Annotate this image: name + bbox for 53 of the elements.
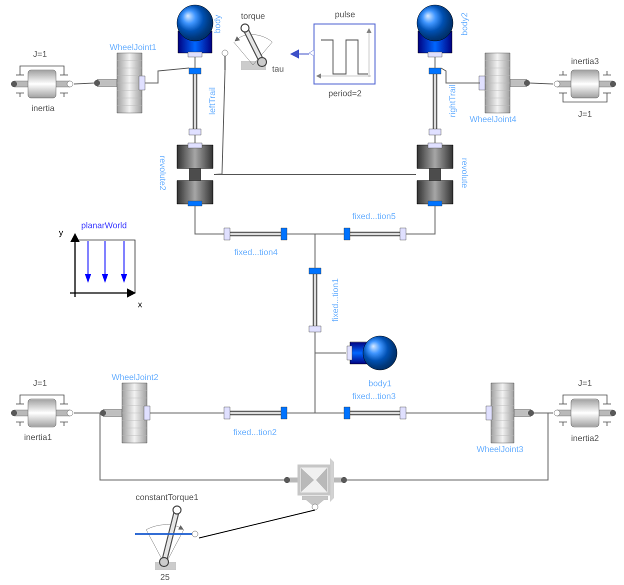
connection-line xyxy=(434,134,436,144)
connection-line xyxy=(214,70,226,175)
parameter-label: J=1 xyxy=(578,111,592,117)
connection-line xyxy=(194,56,196,68)
connection-line xyxy=(528,82,554,84)
component-label: body2 xyxy=(461,12,469,36)
parameter-label: inertia xyxy=(32,104,55,112)
connection-line xyxy=(434,56,436,68)
component-label: pulse xyxy=(335,11,355,19)
connection-line xyxy=(346,412,548,480)
component-label: fixed...tion1 xyxy=(332,278,338,322)
connection-line xyxy=(286,234,316,268)
component-label: body1 xyxy=(368,380,392,388)
component-label: WheelJoint3 xyxy=(476,446,524,452)
component-label: leftTrail xyxy=(208,88,216,114)
connection-line xyxy=(194,206,224,234)
axis-label: x xyxy=(138,302,142,308)
component-label: planarWorld xyxy=(82,222,126,230)
component-label: WheelJoint4 xyxy=(470,116,516,122)
component-label: WheelJoint2 xyxy=(112,374,158,380)
connection-line xyxy=(406,206,436,234)
component-label: torque xyxy=(241,13,265,21)
connection-line xyxy=(74,412,100,414)
parameter-label: inertia1 xyxy=(24,434,52,440)
axis-label: y xyxy=(58,230,64,238)
differential-drawing xyxy=(284,458,347,510)
component-label: WheelJoint1 xyxy=(110,44,156,50)
connection-line xyxy=(440,68,480,84)
component-label: fixed...tion5 xyxy=(352,212,396,220)
component-label: revolute2 xyxy=(160,156,166,190)
component-label: J=1 xyxy=(578,380,592,386)
connection-line xyxy=(406,412,486,414)
connection-line xyxy=(150,412,224,414)
connection-line xyxy=(74,82,96,84)
component-label: constantTorque1 xyxy=(136,494,198,502)
component-label: fixed...tion2 xyxy=(233,428,276,436)
connection-line xyxy=(194,134,196,144)
component-label: J=1 xyxy=(33,380,47,386)
connection-line xyxy=(100,412,284,480)
component-label: revolute xyxy=(462,158,468,188)
parameter-label: inertia2 xyxy=(572,434,598,442)
component-label: rightTrail xyxy=(449,85,457,117)
component-label: fixed...tion4 xyxy=(234,248,278,256)
parameter-label: 25 xyxy=(160,574,170,580)
connection-line xyxy=(144,68,190,84)
connection-line xyxy=(314,332,344,414)
connection-line xyxy=(198,510,316,538)
parameter-label: tau xyxy=(272,66,284,72)
parameter-label: period=2 xyxy=(328,90,362,98)
component-label: body xyxy=(214,14,222,33)
component-label: inertia3 xyxy=(572,58,599,64)
component-label: fixed...tion3 xyxy=(352,392,396,400)
component-label: J=1 xyxy=(33,51,47,57)
